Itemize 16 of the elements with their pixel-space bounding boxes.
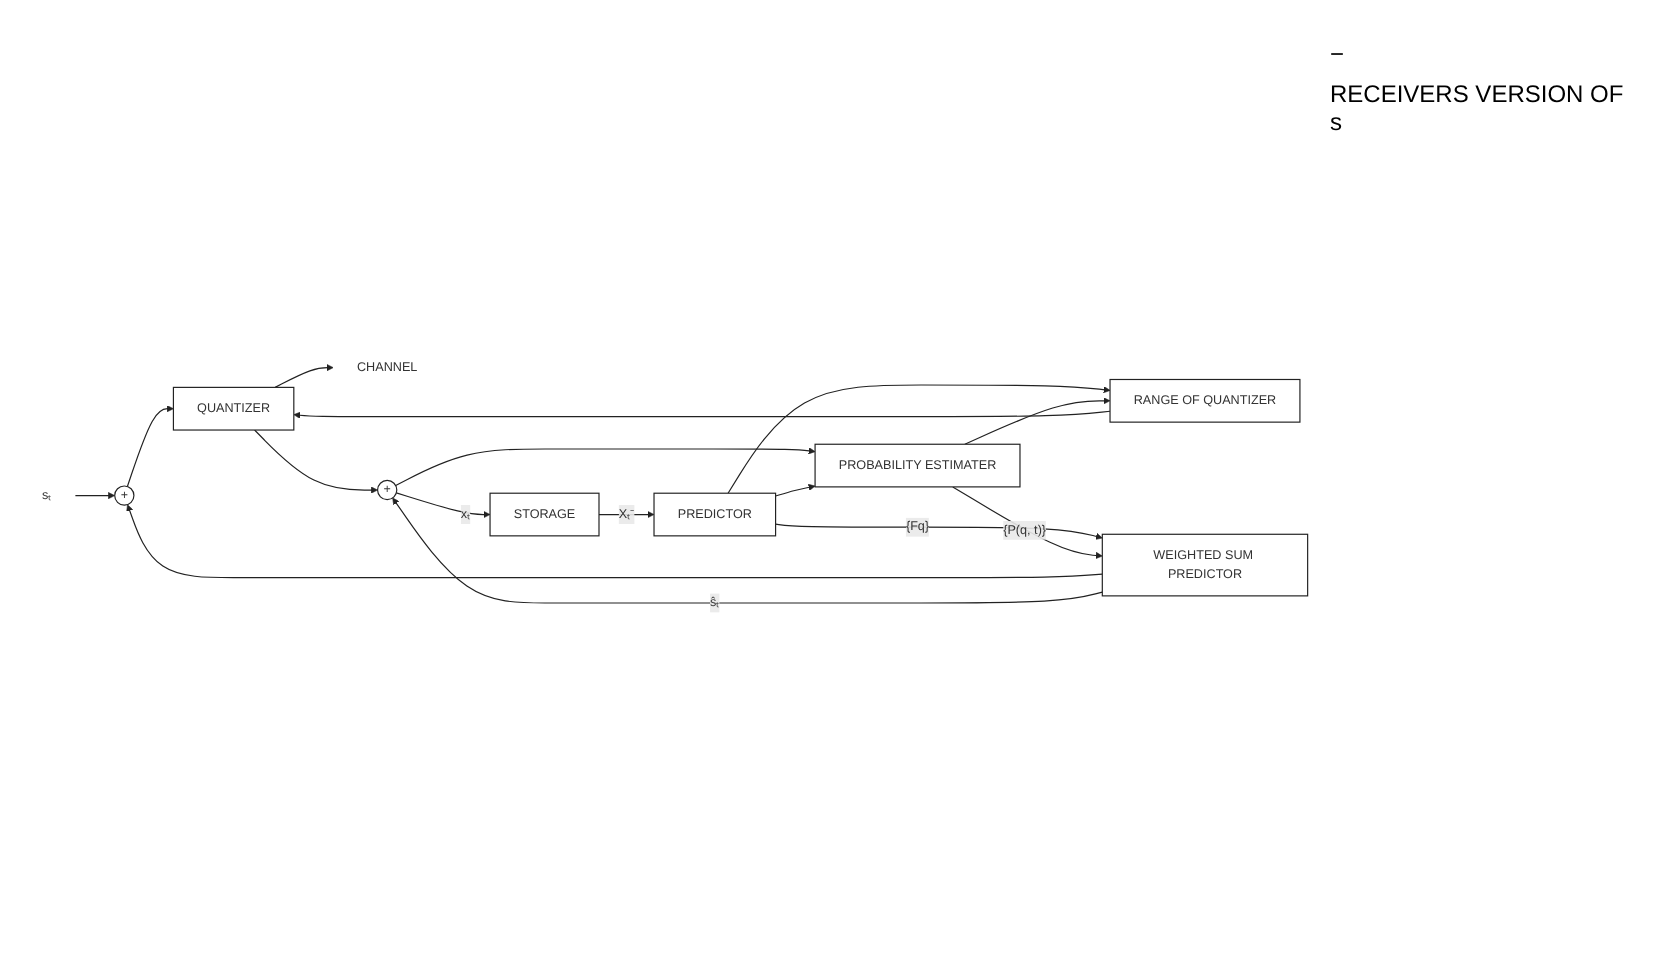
arrow <box>727 384 1111 494</box>
arrow <box>254 429 378 494</box>
arrow <box>775 483 816 497</box>
arrow <box>395 491 491 518</box>
arrow <box>392 497 1103 604</box>
arrow <box>775 523 1103 540</box>
note-text: − <box>1330 40 1347 68</box>
arrow <box>74 491 115 499</box>
arrow <box>126 404 174 487</box>
note-text: RECEIVERS VERSION OF s <box>1330 80 1626 136</box>
arrow <box>395 446 816 486</box>
arrow <box>126 503 1103 578</box>
arrow <box>964 396 1111 445</box>
arrow <box>293 410 1111 419</box>
arrow <box>952 485 1103 559</box>
arrow <box>274 363 334 388</box>
